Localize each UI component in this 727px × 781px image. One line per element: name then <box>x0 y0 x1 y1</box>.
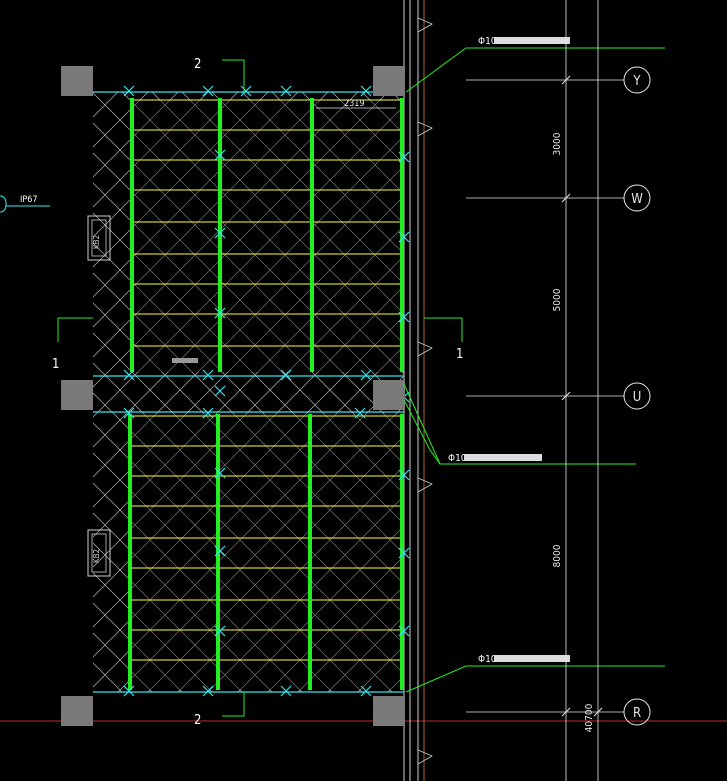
section-mark-bottom <box>222 692 245 717</box>
section-mark-bottom-label: 2 <box>194 713 201 728</box>
column-tag-ip67-text: IP67 <box>20 195 38 205</box>
callout-top-label: Φ10 <box>478 36 497 47</box>
section-mark-right-label: 1 <box>456 347 463 362</box>
section-mark-top <box>222 59 245 92</box>
cyan-beam-edges <box>93 91 404 693</box>
cyan-x-markers <box>123 85 410 697</box>
grid-bubble-w-label: W <box>631 192 643 207</box>
section-mark-top-label: 2 <box>194 57 201 72</box>
callout-middle-text-icon <box>464 454 542 461</box>
grid-dimension-lines <box>466 0 624 781</box>
span-5000: 5000 <box>552 288 563 311</box>
wall-break-marks <box>417 17 433 765</box>
section-mark-right <box>424 317 463 342</box>
rebar-upper <box>132 99 402 347</box>
slab-tag-lower-text: KB2 <box>92 549 101 563</box>
grid-bubble-u-label: U <box>633 390 642 405</box>
small-label-middle-icon <box>172 358 198 363</box>
callout-bottom-text-icon <box>494 655 570 662</box>
hatched-slab-lower <box>93 376 404 692</box>
concrete-columns <box>61 66 405 726</box>
grid-bubble-r: R <box>623 698 651 726</box>
green-beams <box>128 98 404 690</box>
callout-middle-label: Φ10 <box>448 453 467 464</box>
section-mark-left <box>57 317 93 342</box>
grid-bubble-u: U <box>623 382 651 410</box>
span-8000: 8000 <box>552 544 563 567</box>
grid-bubble-w: W <box>623 184 651 212</box>
slab-tag-upper-text: KB2 <box>92 235 101 249</box>
dimension-2319-text: 2319 <box>344 99 365 109</box>
callout-bottom: Φ10 <box>405 654 665 693</box>
grid-bubble-y-label: Y <box>632 74 641 89</box>
hatched-slab-upper <box>93 92 404 376</box>
callout-top: Φ10 <box>405 36 665 93</box>
slab-tag-lower: KB2 <box>87 529 111 577</box>
total-dimension: 40700 <box>584 703 595 732</box>
callout-top-text-icon <box>494 37 570 44</box>
slab-tag-upper: KB2 <box>87 215 111 261</box>
grid-ticks <box>561 75 603 717</box>
grid-bubble-y: Y <box>623 66 651 94</box>
section-mark-left-label: 1 <box>52 357 59 372</box>
callout-bottom-label: Φ10 <box>478 654 497 665</box>
callout-middle: Φ10 <box>403 383 636 465</box>
bay-panels <box>132 100 402 690</box>
span-3000: 3000 <box>552 132 563 155</box>
column-tag-ip67: IP67 <box>0 195 50 213</box>
grid-bubble-r-label: R <box>633 706 641 721</box>
